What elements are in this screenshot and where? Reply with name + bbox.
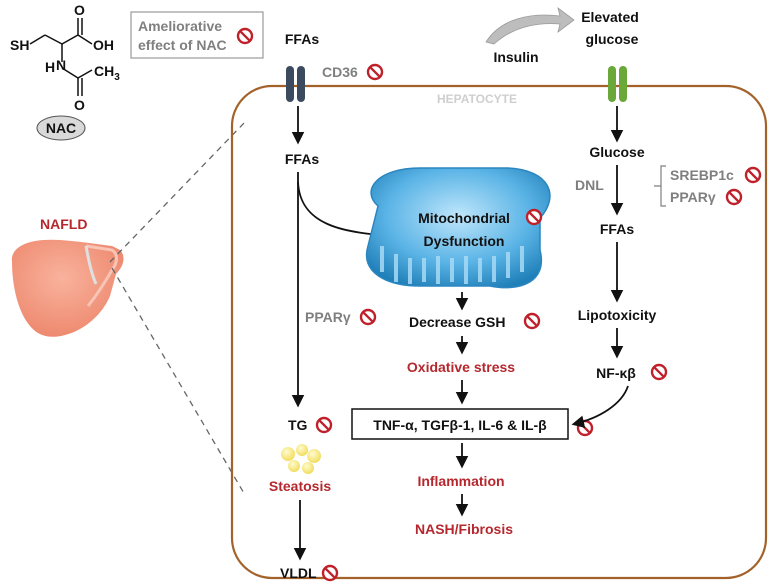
- legend: Ameliorative effect of NAC: [130, 11, 264, 59]
- liver-fissure: [84, 245, 98, 285]
- ppar-left-label: PPARγ: [305, 309, 351, 325]
- nfkb-label: NF-κβ: [596, 365, 636, 381]
- ffas-intracellular: FFAs: [285, 151, 319, 167]
- liver-shape: [11, 239, 124, 337]
- gsh-inhibit-icon: [523, 312, 541, 330]
- tg-inhibit-icon: [315, 416, 333, 434]
- fat-droplets: [281, 444, 321, 474]
- glucose-channel: [608, 66, 627, 102]
- dnl-label: DNL: [575, 177, 604, 193]
- insulin-curved-arrow: [485, 7, 575, 45]
- lipotoxicity-label: Lipotoxicity: [578, 307, 657, 323]
- mitochondrion: [365, 167, 551, 289]
- zoom-line-top: [109, 121, 246, 263]
- cd36-channel: [286, 66, 305, 102]
- nafld-label: NAFLD: [40, 216, 87, 232]
- nac-ch3-label: CH3: [94, 63, 120, 83]
- arrow-nfkb-to-cyto: [571, 385, 629, 428]
- nac-label: NAC: [46, 120, 76, 136]
- nac-sh-label: SH: [10, 37, 29, 53]
- legend-line-1: Ameliorative: [138, 18, 222, 34]
- steatosis-label: Steatosis: [269, 478, 331, 494]
- ffas-extracellular: FFAs: [285, 31, 319, 47]
- nac-o-top-label: O: [74, 2, 85, 18]
- vldl-inhibit-icon: [321, 564, 339, 582]
- nfkb-inhibit-icon: [650, 363, 668, 381]
- cytokines-label: TNF-α, TGFβ-1, IL-6 & IL-β: [373, 417, 547, 433]
- glucose-label: Glucose: [589, 144, 644, 160]
- legend-line-2: effect of NAC: [138, 37, 227, 53]
- ppar-left-inhibit-icon: [359, 308, 377, 326]
- ppar-right-label: PPARγ: [670, 189, 716, 205]
- ffas-right-label: FFAs: [600, 221, 634, 237]
- nac-h-label: H: [45, 59, 55, 75]
- dnl-bracket: [654, 165, 666, 207]
- elevated-glucose-line-1: Elevated: [581, 9, 639, 25]
- cd36-inhibit-icon: [366, 63, 384, 81]
- nash-fibrosis-label: NASH/Fibrosis: [415, 521, 513, 537]
- mito-line-2: Dysfunction: [424, 233, 505, 249]
- hepatocyte-label: HEPATOCYTE: [437, 92, 517, 106]
- legend-inhibit-icon: [236, 27, 254, 45]
- tg-label: TG: [288, 417, 308, 433]
- gsh-label: Decrease GSH: [409, 314, 506, 330]
- zoom-line-bottom: [111, 267, 246, 496]
- insulin-label: Insulin: [493, 49, 538, 65]
- elevated-glucose-line-2: glucose: [586, 31, 639, 47]
- cd36-label: CD36: [322, 64, 358, 80]
- nafld-liver: NAFLD: [11, 121, 246, 496]
- mito-line-1: Mitochondrial: [418, 210, 510, 226]
- srebp-inhibit-icon: [744, 166, 762, 184]
- liver-lobe-line: [85, 244, 118, 307]
- ppar-right-inhibit-icon: [725, 188, 743, 206]
- nac-molecule: SH O OH H N CH3 O NAC: [10, 2, 120, 141]
- nac-oh-label: OH: [93, 37, 114, 53]
- cytokines-box: [351, 408, 569, 440]
- nac-n-label: N: [56, 57, 66, 73]
- hepatocyte-cell: [230, 84, 768, 580]
- nac-o-bottom-label: O: [74, 97, 85, 113]
- mito-inhibit-icon: [525, 208, 543, 226]
- vldl-label: VLDL: [280, 565, 317, 581]
- inflammation-label: Inflammation: [417, 473, 504, 489]
- srebp-label: SREBP1c: [670, 167, 734, 183]
- nac-badge: [36, 115, 86, 141]
- oxidative-stress-label: Oxidative stress: [407, 359, 515, 375]
